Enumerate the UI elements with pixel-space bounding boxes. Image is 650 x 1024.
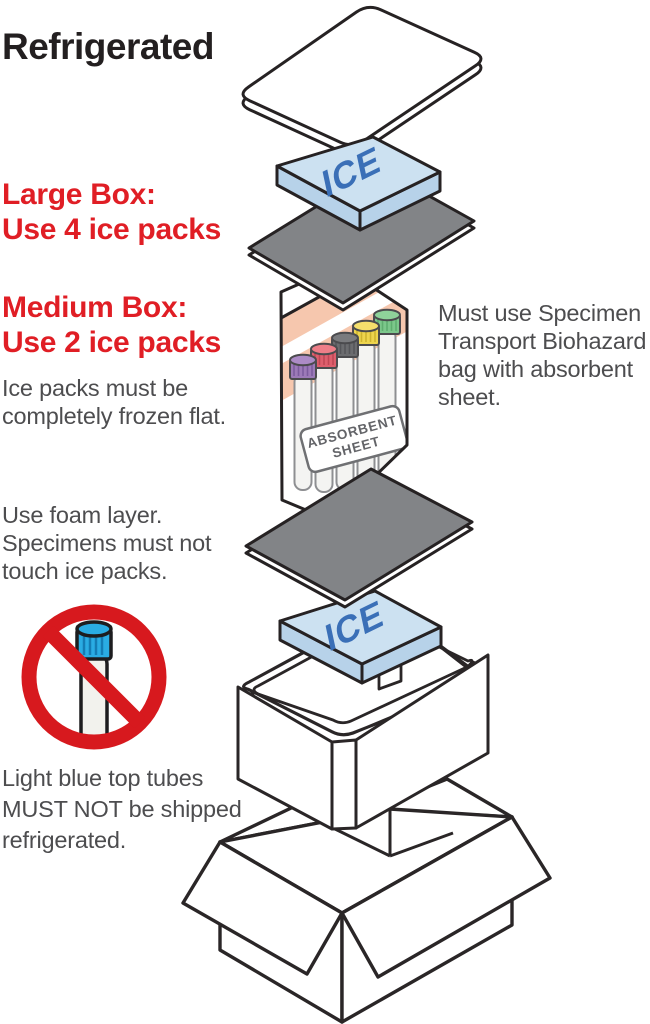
specimen-biohazard-bag: ABSORBENT SHEET	[279, 264, 409, 522]
ice-pack-top-surface	[275, 135, 442, 213]
no-symbol-icon	[21, 604, 167, 750]
foam-layer-bottom	[244, 467, 474, 609]
box-front-left-flap	[181, 840, 344, 976]
cooler-front-corner	[330, 738, 358, 831]
ice-pack-bottom	[278, 589, 443, 685]
large-box-note: Large Box: Use 4 ice packs	[2, 178, 221, 246]
light-blue-tube-note: Light blue top tubes MUST NOT be shipped…	[2, 765, 242, 853]
biohazard-bag-note: Must use Specimen Transport Biohazard ba…	[438, 300, 647, 410]
box-front-right-flap	[340, 815, 552, 979]
box-inner-floor-left-edge	[332, 826, 391, 858]
cooler-right-wall	[354, 653, 490, 830]
cooler-lid	[241, 5, 483, 156]
prohibition-sign	[21, 604, 167, 750]
cardboard-box	[181, 777, 552, 1024]
absorbent-sheet-label: ABSORBENT SHEET	[299, 404, 407, 474]
foam-bottom-surface	[244, 467, 474, 602]
cooler-lid-top	[241, 5, 483, 147]
page-title: Refrigerated	[2, 26, 214, 67]
medium-box-note: Medium Box: Use 2 ice packs	[2, 291, 221, 359]
box-inner-floor-right-edge	[389, 831, 454, 858]
foam-layer-note: Use foam layer. Specimens must not touch…	[2, 502, 212, 584]
ice-pack-top	[275, 135, 442, 232]
ice-frozen-flat-note: Ice packs must be completely frozen flat…	[2, 375, 226, 429]
